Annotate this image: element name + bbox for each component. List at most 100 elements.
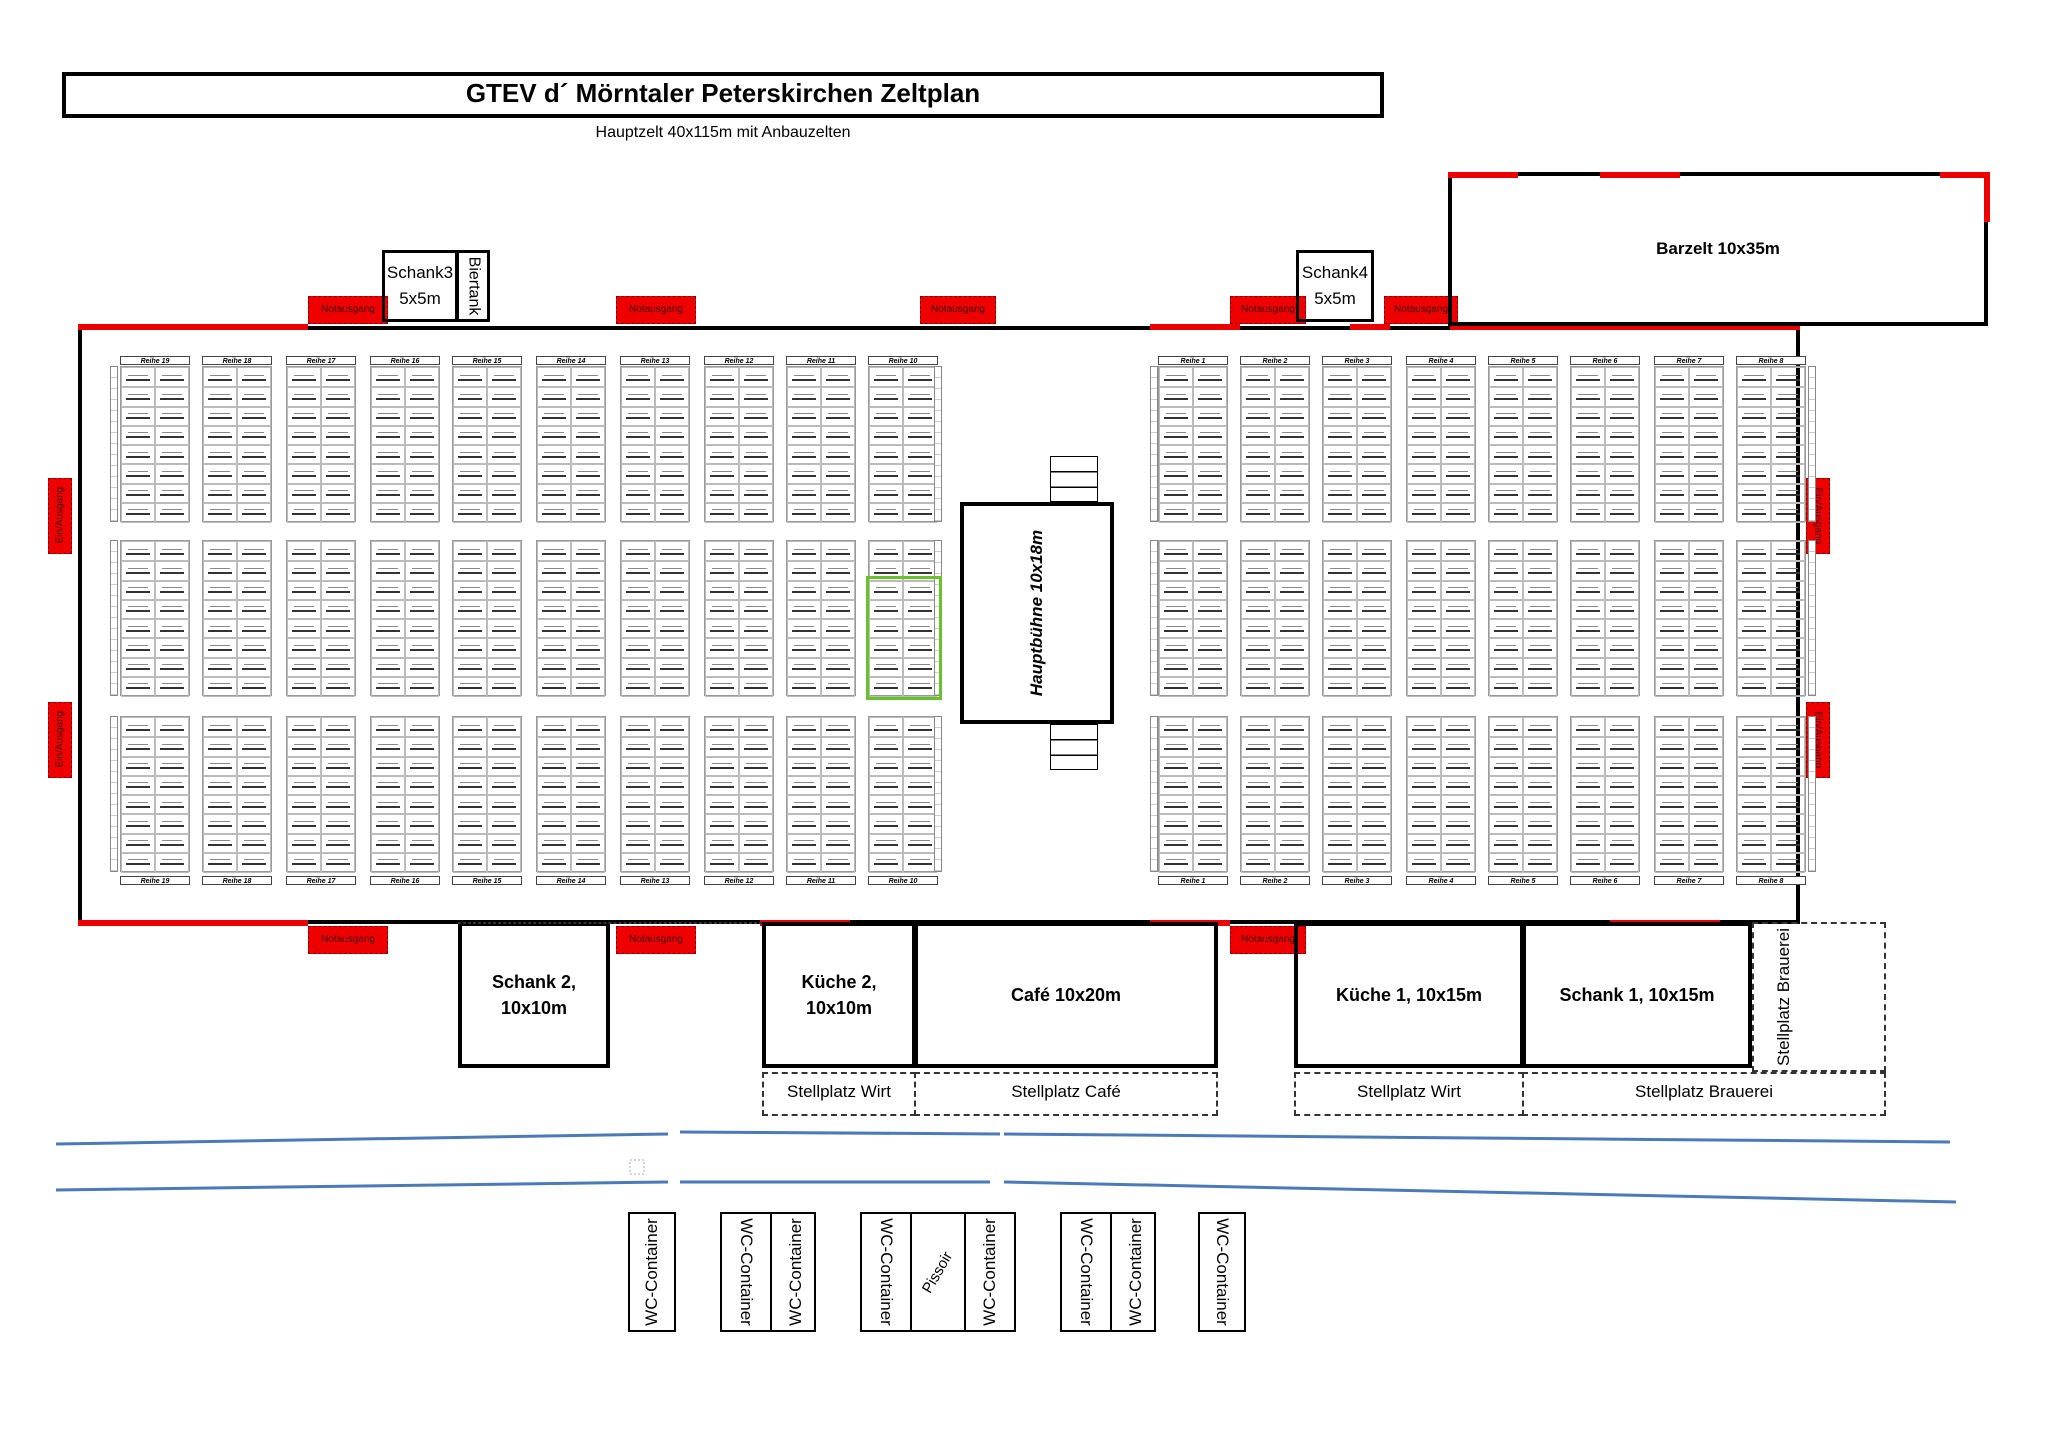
table-seat: [1441, 579, 1475, 601]
table-seat: [739, 717, 773, 739]
table-seat: [453, 851, 487, 873]
table-seat: [1407, 736, 1441, 758]
bench-rail: [1150, 540, 1158, 696]
table-seat: [405, 755, 439, 777]
table-seat: [705, 736, 739, 758]
table-seat: [621, 598, 655, 620]
table-seat: [405, 618, 439, 640]
table-seat: [237, 598, 271, 620]
table-seat: [821, 501, 855, 523]
table-seat: [821, 367, 855, 389]
table-seat: [1771, 618, 1805, 640]
table-seat: [1159, 813, 1193, 835]
table-seat: [321, 463, 355, 485]
table-seat: [1655, 482, 1689, 504]
table-seat: [1523, 736, 1557, 758]
seating-block: [704, 716, 774, 873]
table-seat: [1771, 560, 1805, 582]
table-seat: [1275, 541, 1309, 563]
table-seat: [1357, 386, 1391, 408]
table-seat: [1193, 774, 1227, 796]
road-line: [55, 1132, 669, 1146]
table-seat: [787, 579, 821, 601]
row-label: Reihe 10: [868, 876, 938, 885]
table-seat: [655, 444, 689, 466]
red-wall-segment: [78, 324, 308, 330]
table-seat: [203, 675, 237, 697]
table-seat: [1689, 560, 1723, 582]
table-seat: [537, 851, 571, 873]
table-seat: [1159, 424, 1193, 446]
table-seat: [405, 444, 439, 466]
table-seat: [1771, 598, 1805, 620]
table-seat: [203, 794, 237, 816]
table-seat: [321, 851, 355, 873]
table-seat: [1193, 560, 1227, 582]
table-seat: [203, 736, 237, 758]
table-seat: [203, 637, 237, 659]
table-seat: [621, 405, 655, 427]
table-seat: [1771, 656, 1805, 678]
table-seat: [487, 501, 521, 523]
table-seat: [287, 774, 321, 796]
table-seat: [1655, 736, 1689, 758]
table-seat: [1771, 675, 1805, 697]
table-seat: [1771, 541, 1805, 563]
bench-rail: [110, 366, 118, 522]
table-seat: [1771, 579, 1805, 601]
table-seat: [903, 774, 937, 796]
table-seat: [571, 405, 605, 427]
table-seat: [1655, 717, 1689, 739]
seating-block: [786, 366, 856, 523]
table-seat: [1159, 774, 1193, 796]
bench-rail: [1150, 366, 1158, 522]
table-seat: [203, 579, 237, 601]
wc-pissoir-group: WC-Container Pissoir WC-Container: [860, 1212, 1016, 1332]
row-label: Reihe 5: [1488, 876, 1558, 885]
table-seat: [1689, 656, 1723, 678]
table-seat: [1737, 656, 1771, 678]
schank2-room: Schank 2, 10x10m: [458, 922, 610, 1068]
table-seat: [705, 598, 739, 620]
table-seat: [321, 579, 355, 601]
table-seat: [1489, 637, 1523, 659]
pissoir: Pissoir: [912, 1214, 966, 1330]
table-seat: [453, 736, 487, 758]
table-seat: [1193, 579, 1227, 601]
table-seat: [787, 367, 821, 389]
road-marker: [629, 1159, 645, 1175]
table-seat: [1737, 579, 1771, 601]
table-seat: [655, 501, 689, 523]
table-seat: [1323, 482, 1357, 504]
table-seat: [1523, 774, 1557, 796]
table-seat: [1523, 367, 1557, 389]
table-seat: [287, 794, 321, 816]
table-seat: [655, 482, 689, 504]
table-seat: [1407, 813, 1441, 835]
table-seat: [155, 579, 189, 601]
table-seat: [821, 424, 855, 446]
table-seat: [621, 367, 655, 389]
table-seat: [1193, 717, 1227, 739]
table-seat: [1571, 717, 1605, 739]
emergency-exit: Notausgang: [1230, 296, 1306, 324]
table-seat: [903, 444, 937, 466]
table-seat: [371, 386, 405, 408]
table-seat: [1407, 618, 1441, 640]
table-seat: [1689, 367, 1723, 389]
table-seat: [1407, 386, 1441, 408]
table-seat: [1193, 501, 1227, 523]
table-seat: [287, 501, 321, 523]
table-seat: [1605, 405, 1639, 427]
table-seat: [371, 367, 405, 389]
table-seat: [1489, 501, 1523, 523]
table-seat: [537, 832, 571, 854]
seating-block: [1406, 540, 1476, 697]
table-seat: [405, 832, 439, 854]
entrance-exit-left-1: Ein/Ausgang: [48, 478, 72, 554]
seating-block: [704, 540, 774, 697]
table-seat: [537, 541, 571, 563]
table-seat: [705, 482, 739, 504]
table-seat: [705, 656, 739, 678]
table-seat: [121, 367, 155, 389]
